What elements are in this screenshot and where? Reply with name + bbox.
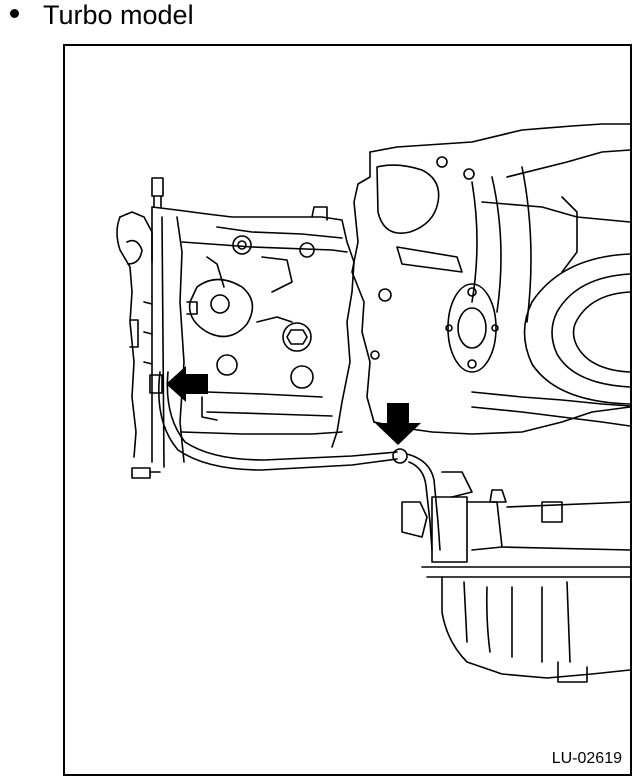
figure-frame: LU-02619 [63,44,632,776]
figure-id: LU-02619 [551,750,622,767]
oil-pan [401,471,630,683]
engine-block [151,206,355,448]
hose [131,371,441,551]
flywheel [523,253,630,405]
transmission-housing [351,123,630,435]
bullet-icon [10,9,19,18]
front-cover [116,177,198,468]
arrow-down-icon [375,403,421,445]
engine-illustration [116,123,630,683]
hose-fitting [149,374,163,394]
arrow-left-icon [166,366,208,402]
cover-plate [445,283,499,373]
heading-text: Turbo model [43,0,194,30]
